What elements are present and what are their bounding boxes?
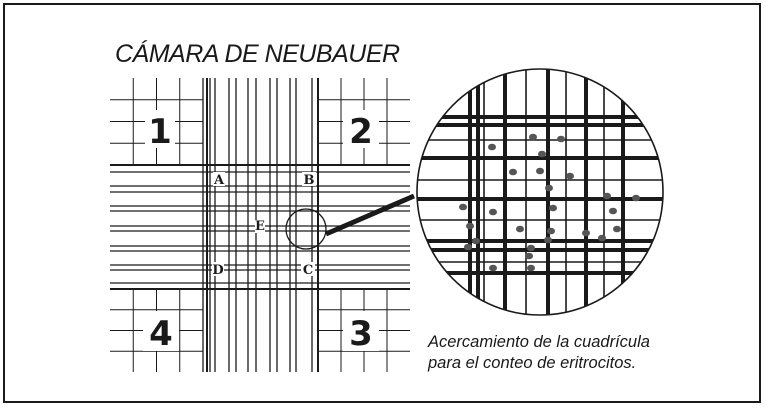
quadrant-label-2: 2 bbox=[349, 112, 373, 152]
red-blood-cell bbox=[525, 252, 533, 260]
red-blood-cells bbox=[459, 133, 640, 272]
red-blood-cell bbox=[466, 222, 474, 230]
red-blood-cell bbox=[489, 264, 497, 272]
sub-square-label-d: D bbox=[212, 263, 223, 278]
red-blood-cell bbox=[509, 168, 517, 176]
red-blood-cell bbox=[609, 207, 617, 215]
red-blood-cell bbox=[472, 237, 480, 245]
magnified-circle-border bbox=[416, 68, 664, 316]
sub-square-label-e: E bbox=[255, 219, 265, 234]
zoom-pointer-line bbox=[325, 193, 415, 237]
red-blood-cell bbox=[566, 172, 574, 180]
red-blood-cell bbox=[547, 227, 555, 235]
red-blood-cell bbox=[557, 135, 565, 143]
red-blood-cell bbox=[549, 204, 557, 212]
red-blood-cell bbox=[545, 184, 553, 192]
figure-title: CÁMARA DE NEUBAUER bbox=[115, 40, 400, 68]
zoom-selection-circle bbox=[285, 208, 327, 250]
sub-square-label-c: C bbox=[303, 263, 313, 278]
red-blood-cell bbox=[464, 243, 472, 251]
red-blood-cell bbox=[538, 150, 546, 158]
red-blood-cell bbox=[632, 194, 640, 202]
red-blood-cell bbox=[489, 208, 497, 216]
quadrant-label-1: 1 bbox=[148, 112, 172, 152]
red-blood-cell bbox=[459, 203, 467, 211]
sub-square-label-a: A bbox=[213, 173, 225, 188]
red-blood-cell bbox=[598, 234, 606, 242]
quadrant-label-3: 3 bbox=[349, 314, 373, 354]
quadrant-labels: 1 2 3 4 bbox=[143, 110, 379, 354]
red-blood-cell bbox=[527, 264, 535, 272]
red-blood-cell bbox=[613, 225, 621, 233]
sub-square-label-b: B bbox=[304, 173, 315, 188]
quadrant-label-4: 4 bbox=[149, 314, 173, 354]
red-blood-cell bbox=[582, 229, 590, 237]
red-blood-cell bbox=[529, 133, 537, 141]
caption-line-1: Acercamiento de la cuadrícula bbox=[428, 333, 650, 351]
red-blood-cell bbox=[516, 225, 524, 233]
figure-caption: Acercamiento de la cuadrícula para el co… bbox=[428, 332, 748, 374]
red-blood-cell bbox=[603, 192, 611, 200]
red-blood-cell bbox=[544, 236, 552, 244]
red-blood-cell bbox=[527, 244, 535, 252]
caption-line-2: para el conteo de eritrocitos. bbox=[428, 354, 637, 372]
red-blood-cell bbox=[488, 143, 496, 151]
red-blood-cell bbox=[536, 167, 544, 175]
magnified-view bbox=[416, 68, 664, 316]
sub-square-labels: A B C D E bbox=[212, 172, 316, 278]
